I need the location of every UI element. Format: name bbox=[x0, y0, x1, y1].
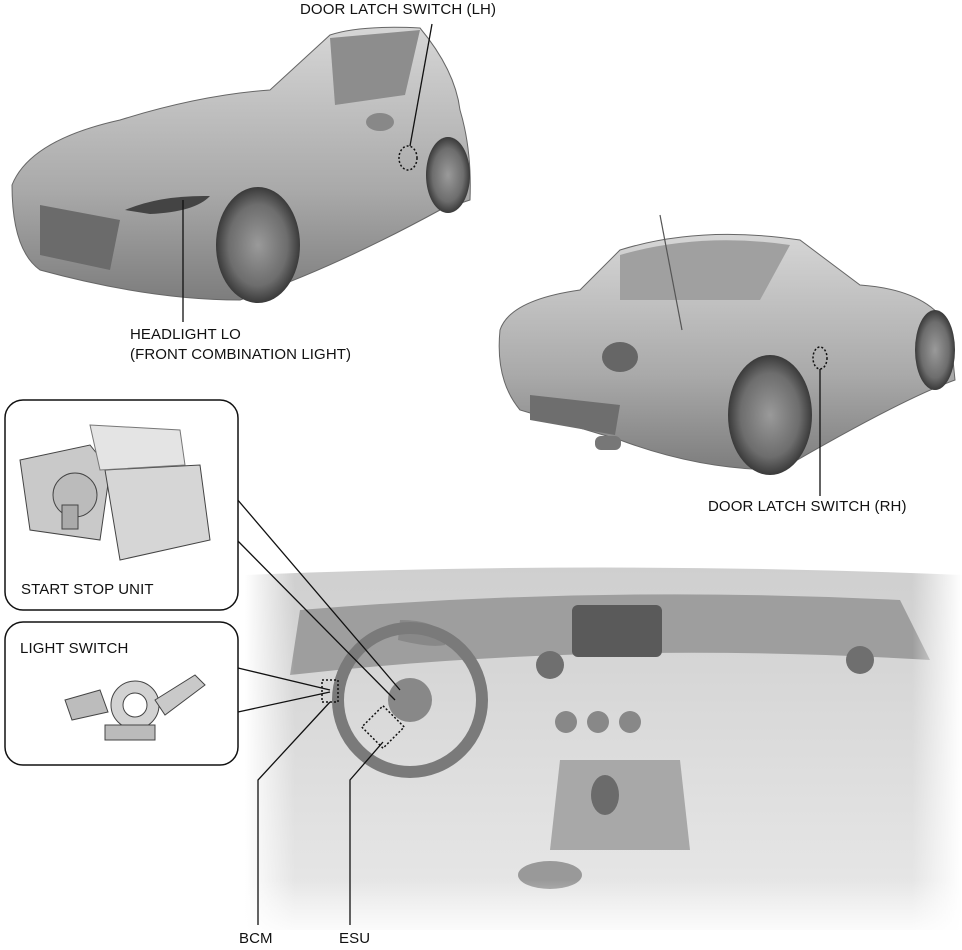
light-switch-illustration bbox=[64, 674, 206, 741]
door-latch-switch-rh-label: DOOR LATCH SWITCH (RH) bbox=[708, 498, 907, 515]
door-latch-switch-lh-label: DOOR LATCH SWITCH (LH) bbox=[300, 1, 497, 18]
front-car-illustration bbox=[11, 26, 471, 303]
door-latch-rh-marker bbox=[812, 346, 828, 370]
light-switch-label: LIGHT SWITCH bbox=[20, 640, 129, 657]
headlight-lo-label: HEADLIGHT LO bbox=[130, 326, 241, 343]
rear-car-illustration bbox=[498, 214, 956, 475]
esu-marker bbox=[360, 704, 406, 750]
door-latch-lh-marker bbox=[398, 145, 418, 171]
start-stop-unit-illustration bbox=[19, 424, 211, 561]
leader-lines bbox=[182, 23, 821, 925]
front-combination-light-label: (FRONT COMBINATION LIGHT) bbox=[130, 346, 352, 363]
start-stop-unit-label: START STOP UNIT bbox=[21, 581, 154, 598]
bcm-label: BCM bbox=[239, 930, 273, 947]
esu-label: ESU bbox=[339, 930, 371, 947]
interior-illustration bbox=[245, 560, 962, 940]
